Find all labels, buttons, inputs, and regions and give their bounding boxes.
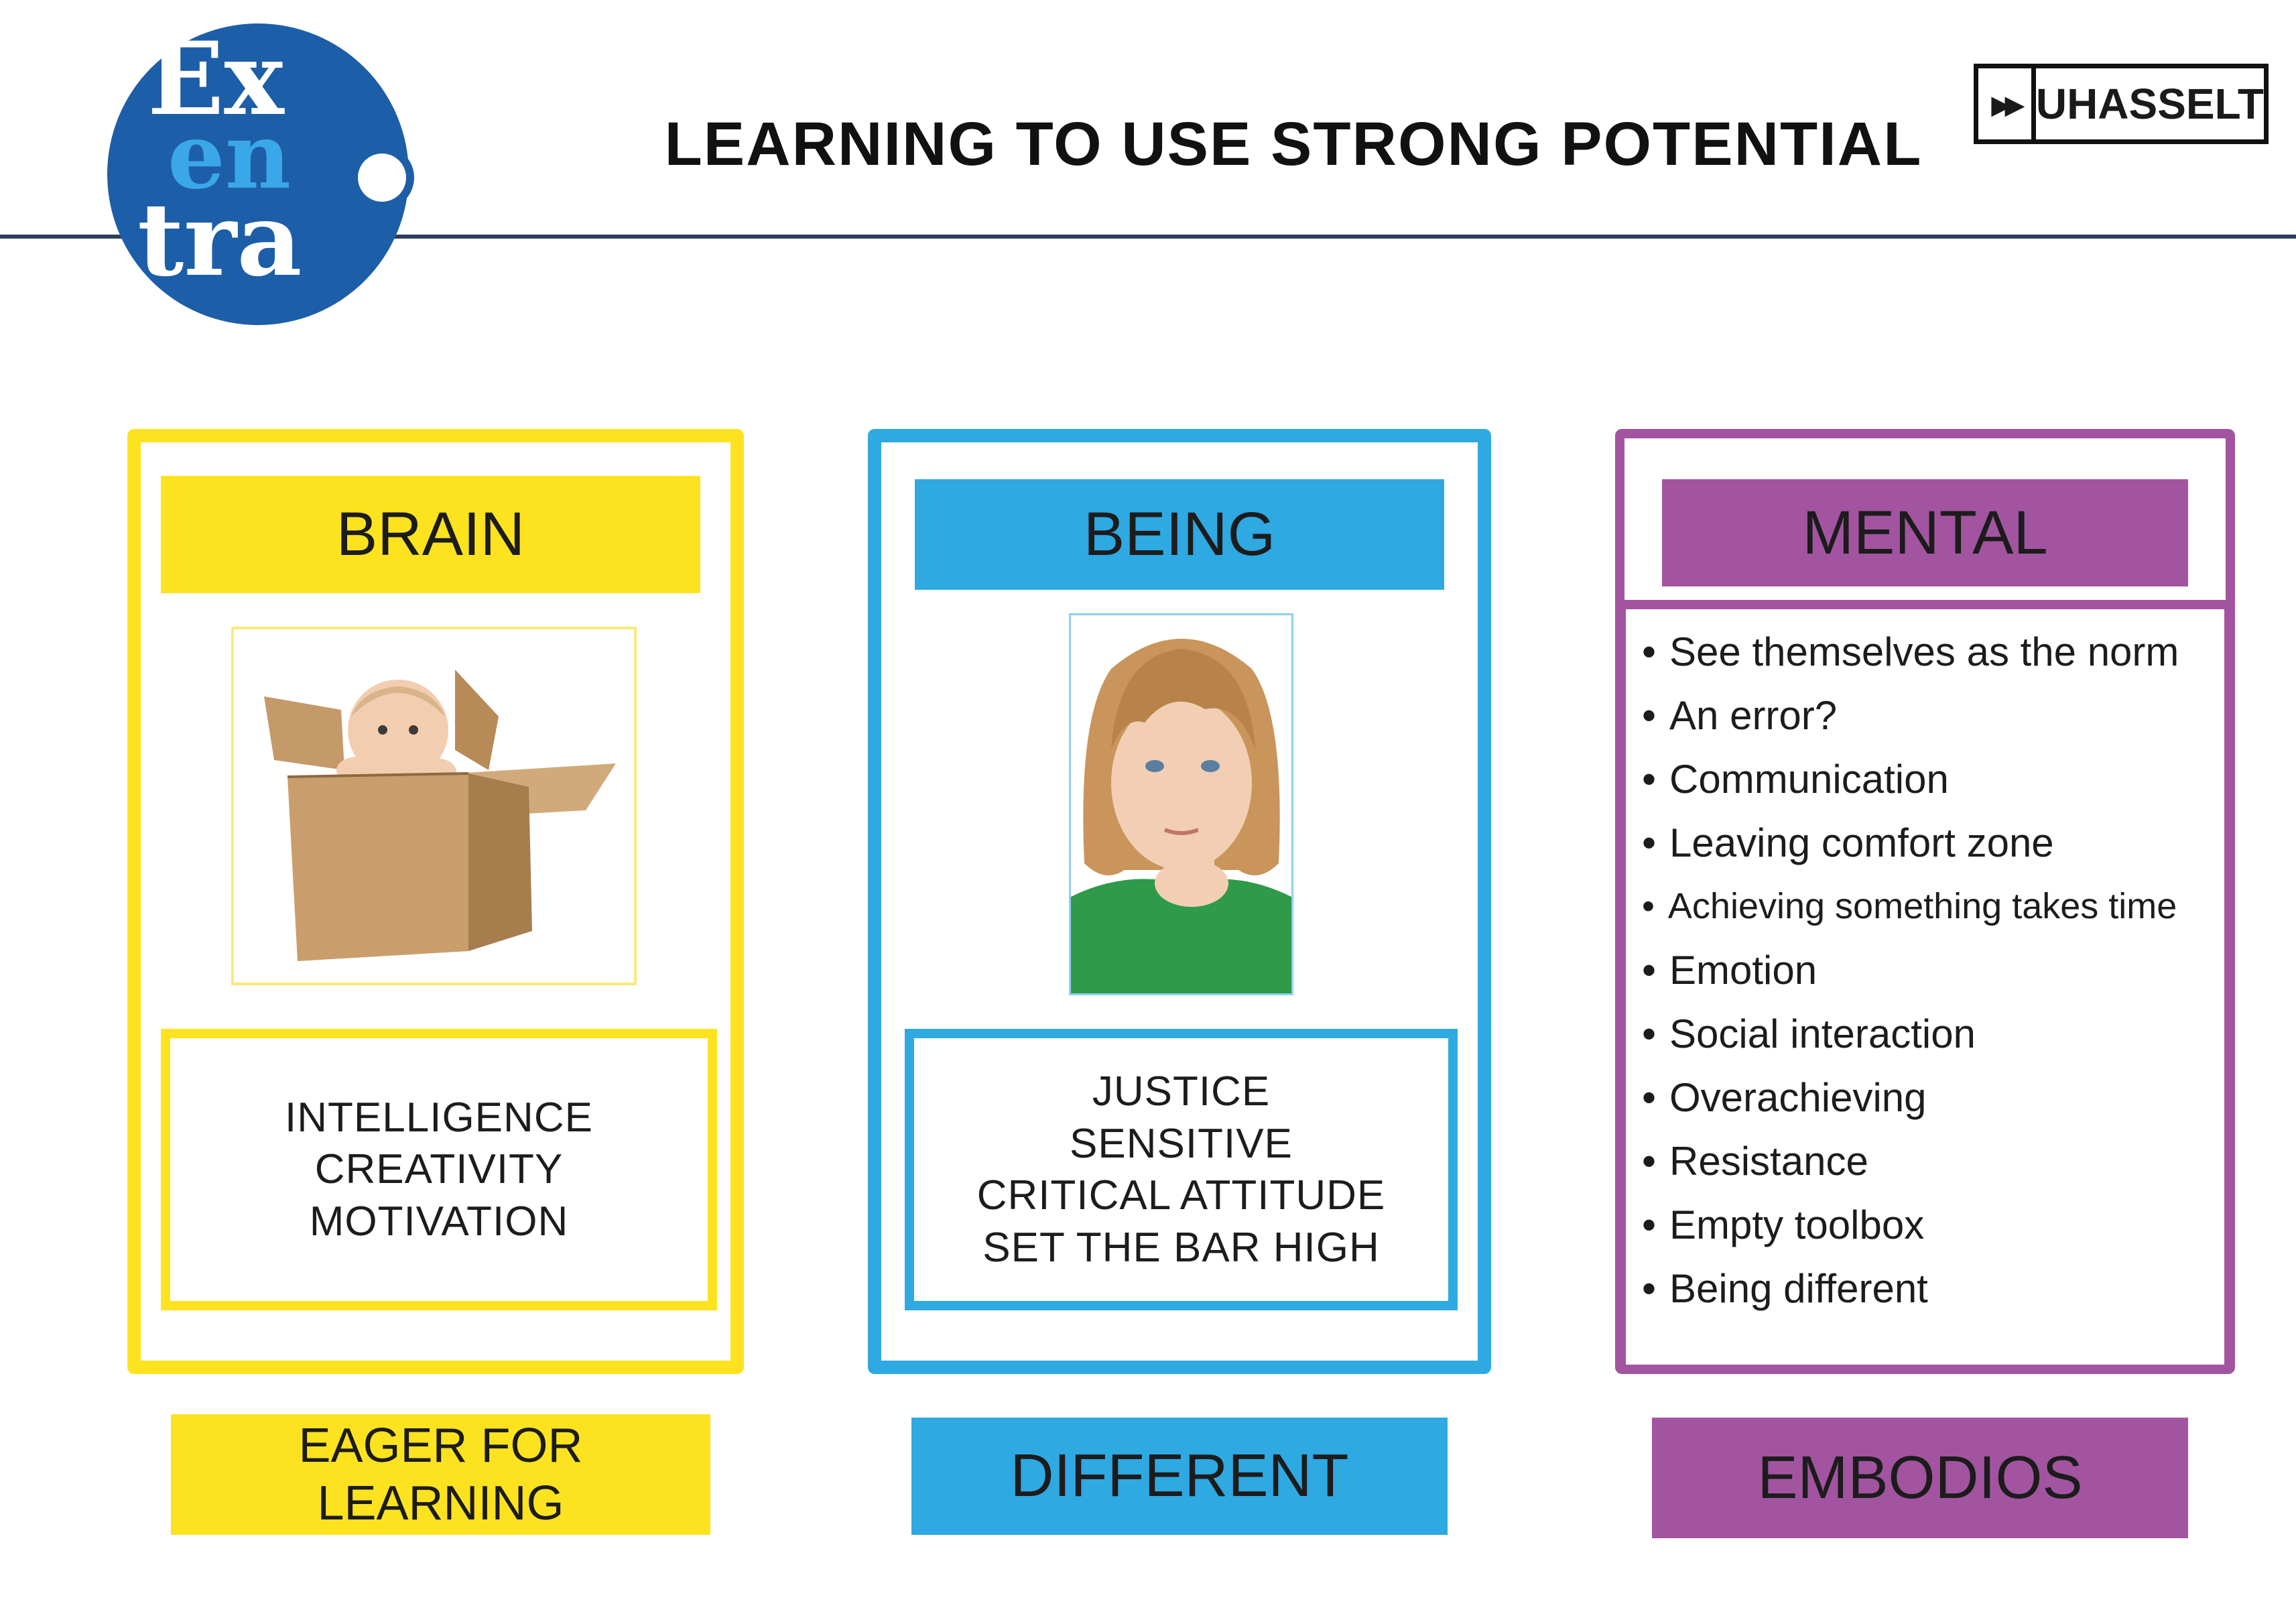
fast-forward-icon: ▸▸ <box>1978 68 2036 139</box>
mental-footer: EMBODIOS <box>1652 1418 2188 1538</box>
list-item: Resistance <box>1642 1129 2225 1193</box>
trait-item: JUSTICE <box>1092 1068 1271 1115</box>
extra-logo: Ex en tra <box>107 20 422 338</box>
list-item: Empty toolbox <box>1642 1193 2225 1257</box>
trait-item: MOTIVATION <box>309 1198 569 1245</box>
list-item: Emotion <box>1642 938 2225 1002</box>
being-card <box>868 429 1491 1374</box>
being-photo <box>1069 613 1293 995</box>
brain-card <box>127 429 744 1374</box>
being-heading: BEING <box>915 479 1444 590</box>
list-item: Communication <box>1642 747 2225 811</box>
brain-heading: BRAIN <box>161 476 700 593</box>
being-traits-box: JUSTICE SENSITIVE CRITICAL ATTITUDE SET … <box>905 1029 1458 1310</box>
being-traits-list: JUSTICE SENSITIVE CRITICAL ATTITUDE SET … <box>977 1066 1385 1273</box>
list-item: Being different <box>1642 1257 2225 1320</box>
brain-traits-box: INTELLIGENCE CREATIVITY MOTIVATION <box>161 1029 717 1310</box>
brain-photo <box>231 627 637 985</box>
uhasselt-logo-text: UHASSELT <box>2035 80 2264 128</box>
list-item: Social interaction <box>1642 1002 2225 1066</box>
svg-text:tra: tra <box>137 181 302 299</box>
being-footer: DIFFERENT <box>911 1418 1448 1535</box>
trait-item: SENSITIVE <box>1070 1120 1293 1167</box>
brain-footer-line: EAGER FOR <box>298 1418 583 1473</box>
mental-list-box <box>1622 609 2228 1367</box>
mental-list-container: See themselves as the norm An error? Com… <box>1642 620 2225 1357</box>
brain-footer-line: LEARNING <box>317 1477 564 1530</box>
list-item: Leaving comfort zone <box>1642 811 2225 875</box>
list-item: An error? <box>1642 684 2225 747</box>
trait-item: CRITICAL ATTITUDE <box>976 1172 1386 1219</box>
svg-text:en: en <box>168 103 291 209</box>
mental-heading: MENTAL <box>1662 479 2188 586</box>
svg-text:Ex: Ex <box>147 23 285 138</box>
mental-divider <box>1615 600 2235 609</box>
brain-traits-list: INTELLIGENCE CREATIVITY MOTIVATION <box>285 1092 593 1248</box>
uhasselt-logo: ▸▸ UHASSELT <box>1974 64 2269 144</box>
brain-footer: EAGER FOR LEARNING <box>171 1414 710 1535</box>
list-item: Achieving something takes time <box>1642 875 2225 938</box>
header-divider <box>0 235 2296 239</box>
trait-item: INTELLIGENCE <box>285 1094 593 1141</box>
list-item: Overachieving <box>1642 1066 2225 1129</box>
page-title: LEARNING TO USE STRONG POTENTIAL <box>664 109 1923 178</box>
trait-item: CREATIVITY <box>314 1146 564 1193</box>
trait-item: SET THE BAR HIGH <box>982 1224 1380 1271</box>
mental-list: See themselves as the norm An error? Com… <box>1642 620 2225 1320</box>
list-item: See themselves as the norm <box>1642 620 2225 684</box>
